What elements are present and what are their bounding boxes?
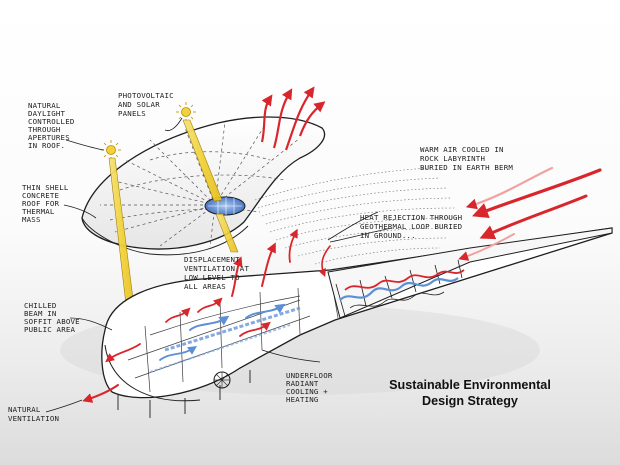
light-beam-right — [182, 119, 223, 202]
note-thin-shell: THIN SHELL CONCRETE ROOF FOR THERMAL MAS… — [22, 183, 73, 224]
annotation-leaders — [45, 117, 393, 413]
note-photovoltaic: PHOTOVOLTAIC AND SOLAR PANELS — [118, 91, 178, 118]
note-natural-ventilation: NATURAL VENTILATION — [8, 405, 59, 423]
note-warm-air: WARM AIR COOLED IN ROCK LABYRINTH BURIED… — [420, 145, 513, 172]
diagram-title: Sustainable Environmental Design Strateg… — [372, 377, 568, 409]
rock-labyrinth — [327, 227, 613, 319]
note-heat-rejection: HEAT REJECTION THROUGH GEOTHERMAL LOOP B… — [360, 213, 467, 240]
title-line-1: Sustainable Environmental — [389, 378, 551, 392]
building-section — [101, 227, 613, 418]
note-displacement: DISPLACEMENT VENTILATION AT LOW LEVEL TO… — [184, 255, 254, 291]
light-beam-right-lower — [215, 213, 239, 253]
air-flow-hatching — [254, 167, 457, 265]
exhaust-air-arrows — [260, 86, 326, 151]
note-chilled-beam: CHILLED BEAM IN SOFFIT ABOVE PUBLIC AREA — [24, 301, 84, 334]
sun-right-icon — [176, 102, 196, 122]
title-line-2: Design Strategy — [422, 394, 518, 408]
warm-air-inlet-arrows — [458, 166, 602, 261]
roof-shell — [81, 116, 326, 256]
note-underfloor: UNDERFLOOR RADIANT COOLING + HEATING — [286, 371, 337, 404]
note-daylight: NATURAL DAYLIGHT CONTROLLED THROUGH APER… — [28, 101, 79, 150]
interior-air-arrows — [82, 228, 331, 403]
